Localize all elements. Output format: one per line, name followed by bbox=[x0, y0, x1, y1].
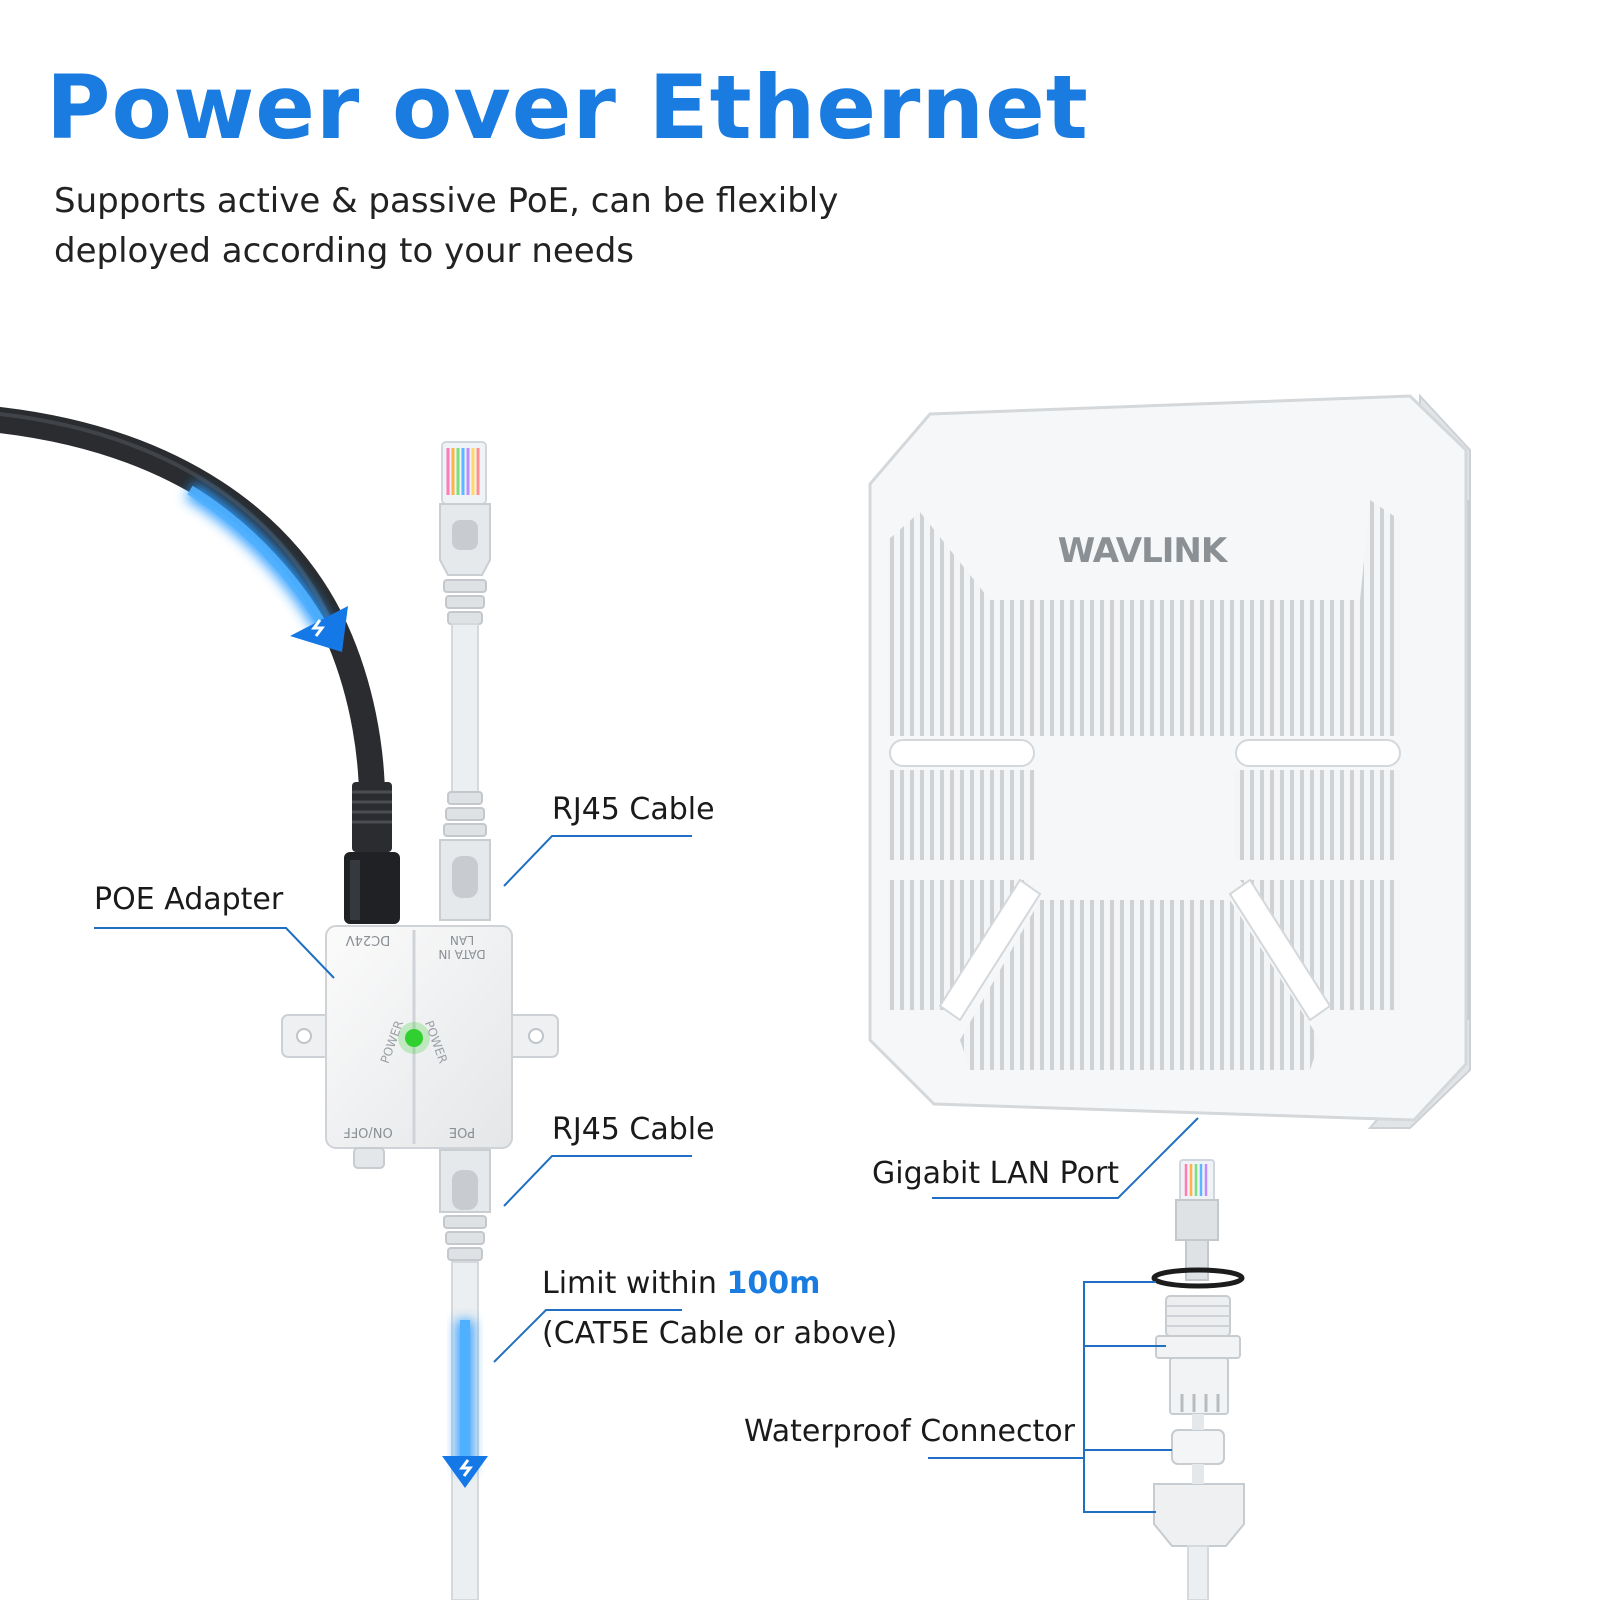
page-title: Power over Ethernet bbox=[46, 56, 1089, 159]
adapter-port-lan-label: LAN bbox=[450, 933, 474, 947]
subtitle-line-1: Supports active & passive PoE, can be fl… bbox=[54, 181, 839, 221]
power-led-indicator bbox=[405, 1029, 423, 1047]
rj45-cable-bottom bbox=[442, 1215, 488, 1600]
label-cable-spec: (CAT5E Cable or above) bbox=[542, 1316, 898, 1351]
leader-gigabit-port bbox=[932, 1117, 1199, 1199]
wavlink-logo: WAVLINK bbox=[1058, 531, 1229, 571]
leader-limit bbox=[493, 1309, 682, 1363]
adapter-port-dc-label: DC24V bbox=[346, 932, 391, 947]
label-gigabit-lan-port: Gigabit LAN Port bbox=[872, 1156, 1120, 1191]
subtitle-line-2: deployed according to your needs bbox=[54, 231, 635, 271]
waterproof-connector-assembly bbox=[1151, 1159, 1245, 1600]
label-limit: Limit within 100m bbox=[542, 1266, 820, 1301]
page-subtitle: Supports active & passive PoE, can be fl… bbox=[54, 176, 934, 276]
data-flow-arrow-icon bbox=[442, 1456, 488, 1488]
leader-poe-adapter bbox=[94, 927, 335, 979]
lightning-bolt-icon bbox=[311, 619, 325, 637]
leader-rj45-bottom bbox=[503, 1155, 692, 1207]
leader-waterproof-bracket bbox=[1083, 1281, 1156, 1513]
lightning-bolt-icon-bottom bbox=[459, 1459, 473, 1477]
leader-rj45-top bbox=[503, 835, 692, 887]
adapter-port-datain-label: DATA IN bbox=[438, 947, 485, 961]
label-limit-prefix: Limit within bbox=[542, 1266, 727, 1301]
label-poe-adapter: POE Adapter bbox=[94, 882, 284, 917]
wavlink-access-point: WAVLINK bbox=[868, 393, 1471, 1129]
dc-power-cable bbox=[0, 407, 400, 924]
rj45-cable-top bbox=[439, 441, 491, 921]
adapter-onoff-label: ON/OFF bbox=[343, 1124, 393, 1139]
label-waterproof-connector: Waterproof Connector bbox=[744, 1414, 1075, 1449]
label-rj45-cable-bottom: RJ45 Cable bbox=[552, 1112, 715, 1147]
label-limit-value: 100m bbox=[726, 1266, 821, 1301]
label-rj45-cable-top: RJ45 Cable bbox=[552, 792, 715, 827]
poe-adapter-device bbox=[281, 925, 559, 1213]
leader-lines bbox=[94, 835, 1199, 1513]
adapter-poe-label: POE bbox=[449, 1124, 475, 1139]
